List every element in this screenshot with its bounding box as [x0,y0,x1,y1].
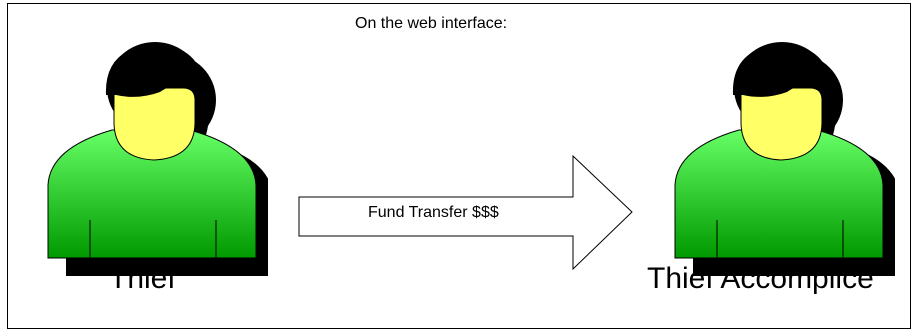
right-arrow-icon [298,154,633,271]
person-icon [47,42,268,276]
thief-accomplice-figure: Thief Accomplice [647,40,895,295]
diagram-caption: On the web interface: [355,15,508,32]
person-icon [674,42,895,276]
thief-accomplice-label: Thief Accomplice [647,262,874,295]
transfer-arrow-label: Fund Transfer $$$ [368,204,499,221]
thief-figure: Thief [38,40,268,295]
transfer-arrow: Fund Transfer $$$ [298,154,633,271]
thief-label: Thief [109,262,176,295]
